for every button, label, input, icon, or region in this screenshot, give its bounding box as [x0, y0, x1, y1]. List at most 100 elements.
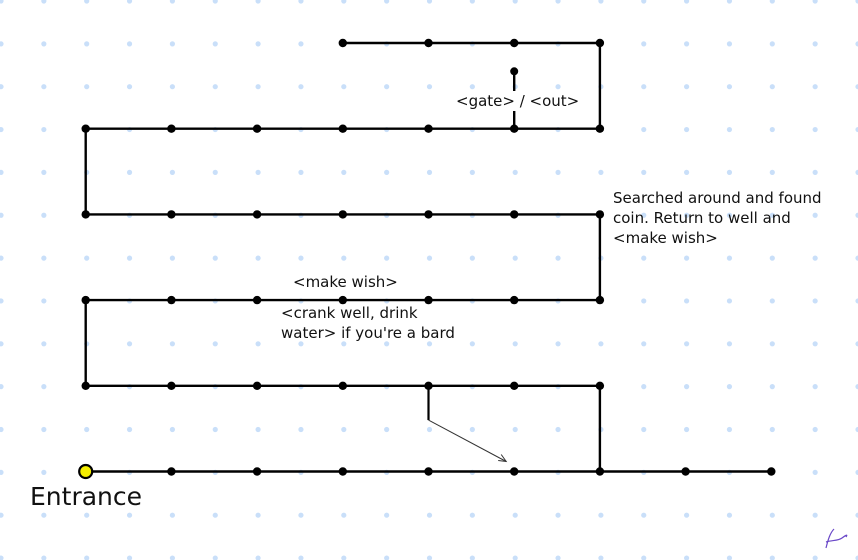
path-node — [81, 295, 90, 305]
grid-dot — [84, 84, 90, 90]
path-node — [424, 210, 433, 219]
grid-dot — [41, 426, 47, 433]
grid-dot — [84, 555, 90, 560]
grid-dot — [641, 126, 647, 133]
signature — [825, 528, 848, 549]
grid-dot — [812, 0, 818, 4]
grid-dot — [126, 169, 133, 175]
path-node — [252, 124, 262, 133]
grid-dot — [0, 512, 4, 518]
grid-dot — [598, 169, 604, 175]
path-node — [338, 381, 347, 390]
grid-dot — [41, 0, 47, 4]
grid-dot — [726, 169, 733, 175]
grid-dot — [812, 212, 818, 218]
grid-dot — [126, 255, 133, 261]
grid-dot — [469, 512, 475, 518]
path-node — [167, 467, 176, 476]
grid-dot — [169, 169, 175, 175]
grid-dot — [341, 426, 347, 433]
grid-dot — [384, 555, 390, 560]
grid-dot — [41, 126, 47, 133]
grid-dot — [126, 555, 133, 560]
grid-dot — [769, 41, 775, 47]
grid-dot — [512, 555, 518, 560]
path-node — [81, 124, 90, 133]
grid-dot — [169, 84, 175, 90]
grid-dot — [341, 555, 347, 560]
grid-dot — [426, 84, 433, 90]
grid-dot — [641, 169, 647, 175]
grid-dot — [41, 384, 47, 390]
path-node — [252, 467, 262, 476]
grid-dot — [684, 212, 690, 218]
grid-dot — [512, 341, 518, 347]
path-node — [767, 467, 776, 476]
grid-dot — [769, 341, 775, 347]
grid-dot — [84, 0, 90, 4]
grid-dot — [641, 212, 647, 218]
grid-dot — [641, 298, 647, 304]
grid-dot — [855, 0, 858, 4]
path-node — [595, 295, 605, 305]
grid-dot — [641, 341, 647, 347]
grid-dot — [769, 212, 775, 218]
grid-dot — [555, 0, 561, 4]
grid-dot — [426, 426, 433, 433]
grid-dot — [855, 469, 858, 475]
path-node — [167, 295, 176, 305]
path-node — [595, 38, 605, 48]
grid-dot — [726, 255, 733, 261]
grid-dot — [684, 169, 690, 175]
grid-dot — [555, 341, 561, 347]
grid-dot — [169, 41, 175, 47]
grid-dot — [726, 41, 733, 47]
grid-dot — [812, 469, 818, 475]
grid-dot — [855, 169, 858, 175]
grid-dot — [126, 341, 133, 347]
grid-dot — [812, 426, 818, 433]
searched-note: Searched around and found coin. Return t… — [613, 189, 822, 247]
path-node — [510, 467, 519, 476]
path-node — [338, 210, 347, 219]
grid-dot — [41, 84, 47, 90]
grid-dot — [384, 512, 390, 518]
grid-dot — [0, 555, 4, 560]
gate-node — [510, 67, 519, 76]
gate-label: <gate> / <out> — [454, 91, 582, 111]
grid-dot — [341, 0, 347, 4]
grid-dot — [341, 169, 347, 175]
grid-dot — [298, 341, 304, 347]
grid-dot — [726, 426, 733, 433]
path-node — [167, 124, 176, 133]
grid-dot — [84, 255, 90, 261]
grid-dot — [855, 212, 858, 218]
path-node — [595, 210, 605, 219]
grid-dot — [0, 469, 4, 475]
grid-dot — [641, 255, 647, 261]
grid-dot — [126, 426, 133, 433]
grid-dot — [0, 341, 4, 347]
grid-dot — [0, 212, 4, 218]
grid-dot — [41, 212, 47, 218]
grid-dot — [769, 512, 775, 518]
grid-dot — [384, 0, 390, 4]
grid-dot — [684, 84, 690, 90]
grid-dot — [726, 341, 733, 347]
grid-dot — [212, 84, 218, 90]
grid-dot — [769, 426, 775, 433]
grid-dot — [684, 41, 690, 47]
grid-dot — [641, 41, 647, 47]
grid-dot — [426, 555, 433, 560]
path-node — [81, 381, 90, 390]
grid-dot — [684, 426, 690, 433]
grid-dot — [812, 555, 818, 560]
grid-dot — [298, 555, 304, 560]
grid-dot — [341, 341, 347, 347]
path-node — [252, 295, 262, 305]
grid-dot — [255, 41, 261, 47]
grid-dot — [341, 255, 347, 261]
path-node — [510, 295, 519, 305]
grid-dot — [555, 555, 561, 560]
